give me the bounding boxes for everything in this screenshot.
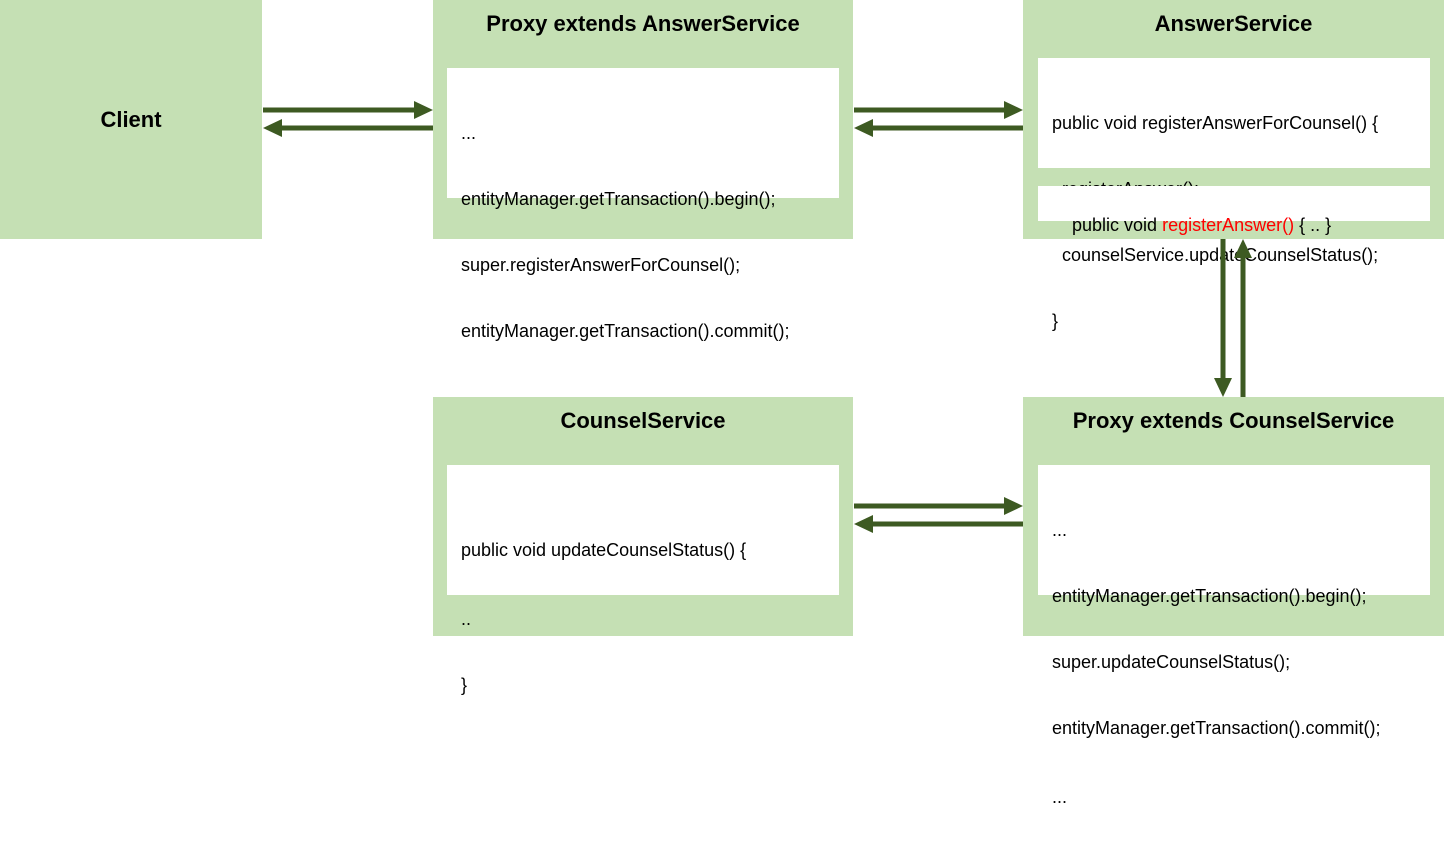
code-line: public void updateCounselStatus() { bbox=[461, 540, 747, 560]
code-line: entityManager.getTransaction().begin(); bbox=[461, 189, 776, 209]
proxy-counsel-service-code: ... entityManager.getTransaction().begin… bbox=[1038, 465, 1430, 807]
register-answer-method: public void registerAnswer() { .. } bbox=[1038, 186, 1430, 235]
code-line: super.registerAnswerForCounsel(); bbox=[461, 255, 741, 275]
code-line: counselService.updateCounselStatus(); bbox=[1052, 245, 1379, 265]
code-line: entityManager.getTransaction().commit(); bbox=[1052, 718, 1381, 738]
arrow-proxy-counsel-to-counsel-service bbox=[854, 515, 1023, 533]
arrow-proxy-answer-to-answer-service bbox=[854, 101, 1023, 119]
arrow-answer-service-to-proxy-answer bbox=[854, 119, 1023, 137]
arrow-proxy-counsel-to-answer-service bbox=[1234, 239, 1252, 397]
arrow-counsel-service-to-proxy-counsel bbox=[854, 497, 1023, 515]
arrow-answer-service-to-proxy-counsel bbox=[1214, 239, 1232, 397]
code-line: ... bbox=[1052, 787, 1068, 807]
proxy-answer-service-title: Proxy extends AnswerService bbox=[486, 11, 800, 36]
code-line: entityManager.getTransaction().begin(); bbox=[1052, 586, 1367, 606]
counsel-service-box: CounselService public void updateCounsel… bbox=[433, 397, 853, 695]
register-answer-highlight: registerAnswer() bbox=[1162, 215, 1295, 235]
code-line: } bbox=[1052, 311, 1059, 331]
code-line: super.updateCounselStatus(); bbox=[1052, 652, 1291, 672]
code-line: .. bbox=[461, 609, 472, 629]
client-box: Client bbox=[0, 0, 262, 239]
counsel-service-title: CounselService bbox=[560, 408, 726, 433]
answer-service-title: AnswerService bbox=[1154, 11, 1313, 36]
code-line: public void registerAnswerForCounsel() { bbox=[1052, 113, 1379, 133]
code-line: entityManager.getTransaction().commit(); bbox=[461, 321, 790, 341]
arrow-client-to-proxy-answer bbox=[263, 101, 433, 119]
counsel-service-code: public void updateCounselStatus() { .. } bbox=[447, 465, 839, 695]
answer-service-box: AnswerService public void registerAnswer… bbox=[1023, 0, 1444, 331]
flow-arrows bbox=[263, 101, 1252, 533]
code-line: ... bbox=[461, 123, 477, 143]
method-suffix: { .. } bbox=[1294, 215, 1332, 235]
method-prefix: public void bbox=[1072, 215, 1163, 235]
proxy-counsel-service-title: Proxy extends CounselService bbox=[1072, 408, 1395, 433]
arrow-proxy-answer-to-client bbox=[263, 119, 433, 137]
proxy-counsel-service-box: Proxy extends CounselService ... entityM… bbox=[1023, 397, 1444, 807]
code-line: ... bbox=[1052, 520, 1068, 540]
client-label: Client bbox=[100, 107, 162, 132]
code-line: } bbox=[461, 675, 468, 695]
